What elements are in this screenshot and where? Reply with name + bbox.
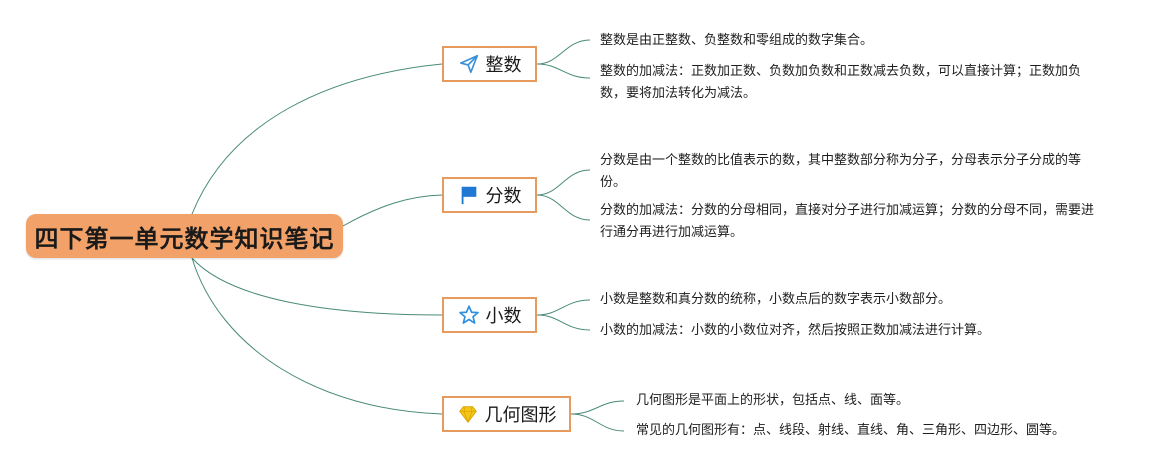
branch-geometry[interactable]: 几何图形	[442, 396, 571, 432]
branch-integer[interactable]: 整数	[442, 46, 537, 82]
root-topic[interactable]: 四下第一单元数学知识笔记	[26, 214, 343, 258]
connector-root-geometry	[191, 257, 443, 415]
connector-root-decimal	[191, 257, 443, 316]
integer-note-definition: 整数是由正整数、负整数和零组成的数字集合。	[600, 33, 874, 48]
branch-integer-label: 整数	[485, 55, 522, 76]
connector-geometry-note1	[570, 400, 625, 415]
decimal-note-definition: 小数是整数和真分数的统称，小数点后的数字表示小数部分。	[600, 292, 952, 307]
connector-geometry-note2	[570, 413, 625, 432]
branch-decimal-label: 小数	[485, 306, 522, 327]
connector-decimal-note2	[536, 314, 591, 331]
integer-note-add-subtract: 整数的加减法：正数加正数、负数加负数和正数减去负数，可以直接计算；正数加负数，要…	[600, 64, 1082, 101]
connector-decimal-note1	[536, 299, 591, 316]
connector-fraction-note2	[536, 194, 591, 221]
geometry-note-common-shapes: 常见的几何图形有：点、线段、射线、直线、角、三角形、四边形、圆等。	[636, 423, 1066, 438]
root-title: 四下第一单元数学知识笔记	[34, 224, 335, 253]
decimal-note-add-subtract: 小数的加减法：小数的小数位对齐，然后按照正数加减法进行计算。	[600, 323, 991, 338]
fraction-note-add-subtract: 分数的加减法：分数的分母相同，直接对分子进行加减运算；分数的分母不同，需要进行通…	[600, 203, 1095, 240]
fraction-note-definition: 分数是由一个整数的比值表示的数，其中整数部分称为分子，分母表示分子分成的等份。	[600, 153, 1082, 190]
connector-fraction-note1	[536, 169, 591, 196]
branch-geometry-label: 几何图形	[484, 405, 557, 426]
connector-integer-note2	[536, 63, 591, 79]
geometry-note-definition: 几何图形是平面上的形状，包括点、线、面等。	[636, 393, 910, 408]
connector-root-integer	[191, 63, 443, 215]
diamond-icon	[458, 406, 477, 424]
paper-plane-icon	[459, 54, 478, 74]
star-icon	[458, 305, 479, 324]
connector-root-fraction	[342, 194, 443, 227]
branch-decimal[interactable]: 小数	[442, 297, 537, 333]
branch-fraction[interactable]: 分数	[442, 177, 537, 213]
flag-icon	[461, 186, 476, 205]
branch-fraction-label: 分数	[485, 186, 522, 207]
connector-integer-note1	[536, 39, 591, 65]
